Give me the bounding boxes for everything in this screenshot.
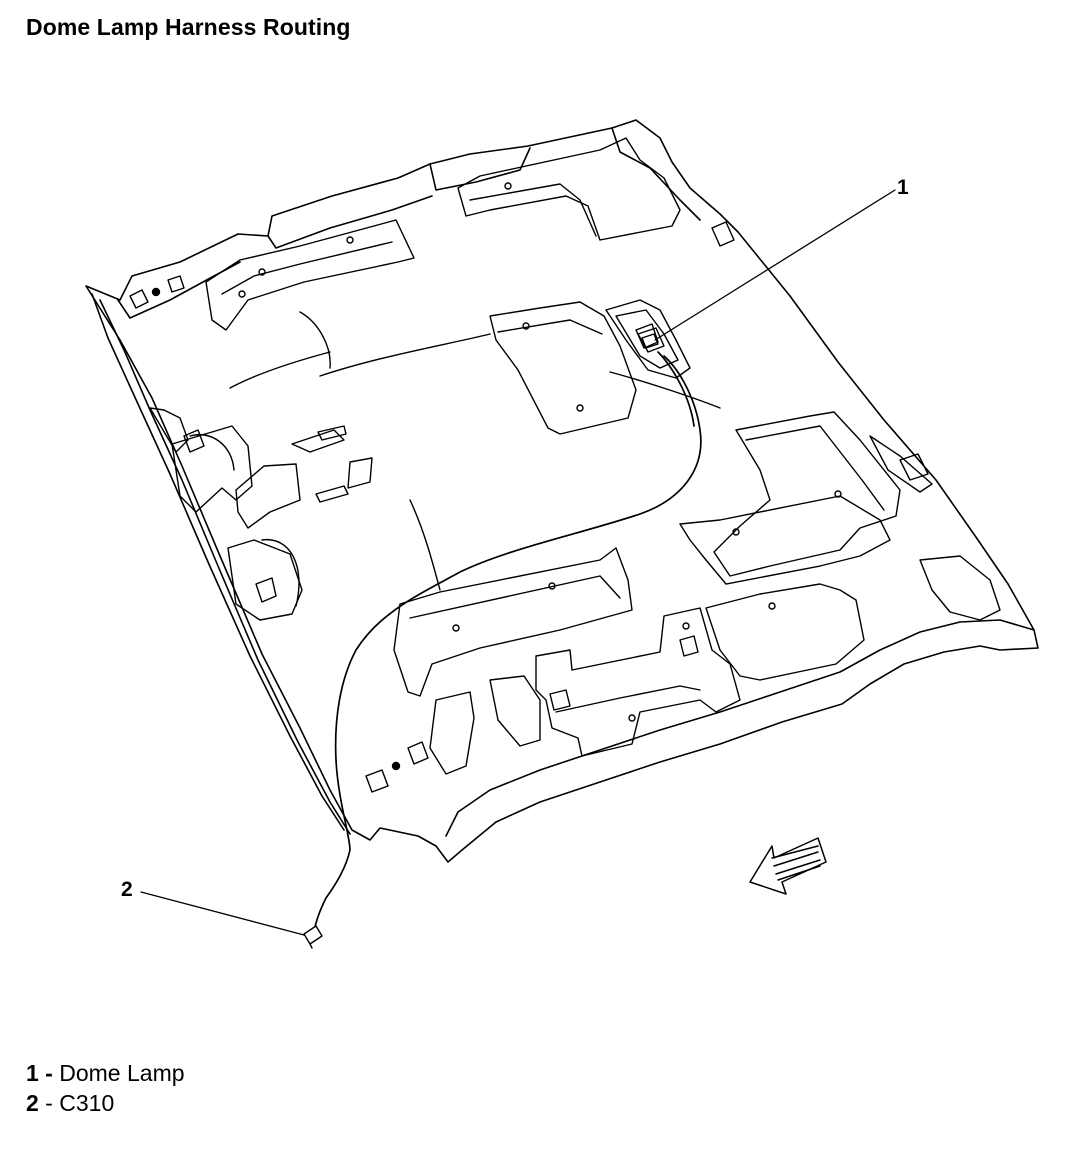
callout-1-number: 1 — [897, 176, 909, 199]
forward-direction-arrow-icon — [749, 837, 827, 895]
legend-item: 2 - C310 — [26, 1088, 185, 1118]
legend-label: C310 — [59, 1090, 115, 1116]
legend-number: 1 — [26, 1060, 39, 1086]
headliner-outline — [85, 119, 1039, 863]
legend-number: 2 — [26, 1090, 39, 1116]
legend: 1 - Dome Lamp 2 - C310 — [26, 1058, 185, 1118]
headliner-fasteners — [129, 182, 929, 793]
dome-lamp-harness — [313, 351, 702, 933]
legend-item: 1 - Dome Lamp — [26, 1058, 185, 1088]
legend-label: Dome Lamp — [59, 1060, 185, 1086]
callout-2-number: 2 — [121, 878, 133, 901]
headliner-panel-details — [149, 137, 1001, 775]
legend-separator: - — [38, 1090, 60, 1116]
callout-leaders — [140, 189, 896, 936]
dome-lamp-icon — [637, 327, 665, 353]
page-title: Dome Lamp Harness Routing — [26, 14, 351, 40]
legend-separator: - — [38, 1060, 60, 1086]
c310-connector-icon — [303, 925, 323, 949]
